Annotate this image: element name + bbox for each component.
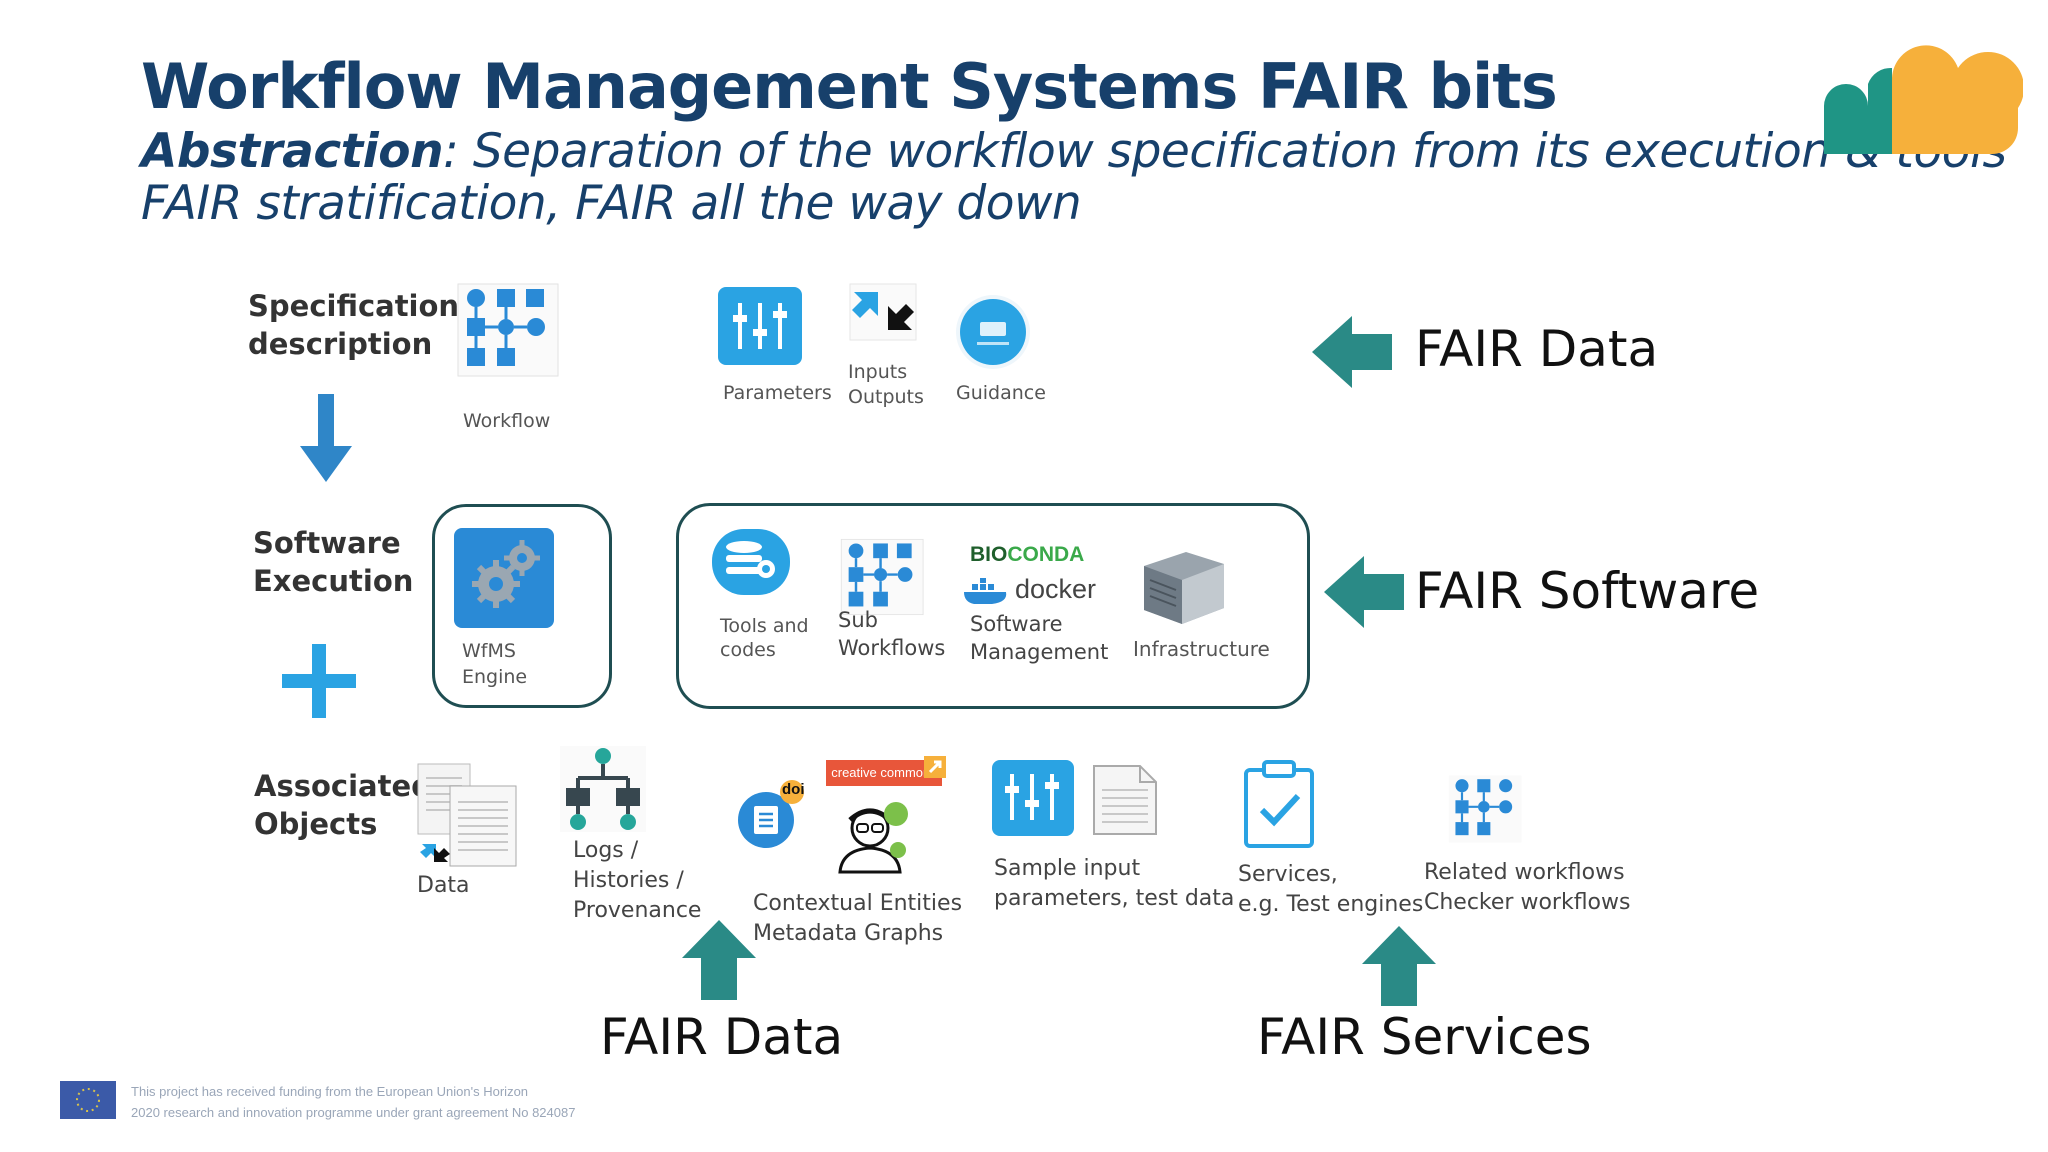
fair-services-label: FAIR Services bbox=[1257, 1008, 1592, 1066]
docker-whale-icon bbox=[964, 578, 1007, 604]
arrow-up-fair-services-icon bbox=[1362, 926, 1436, 1006]
arrow-down-icon bbox=[300, 394, 352, 482]
related-workflows-caption: Related workflows Checker workflows bbox=[1424, 860, 1631, 915]
inputs-outputs-caption: Inputs Outputs bbox=[848, 361, 924, 408]
clipboard-check-icon bbox=[1244, 760, 1314, 848]
data-caption: Data bbox=[417, 873, 470, 898]
metadata-document-icon bbox=[738, 780, 804, 848]
row-label-specification: Specification description bbox=[248, 289, 460, 361]
fair-data-label-right: FAIR Data bbox=[1415, 320, 1659, 378]
subtitle-rest: : Separation of the workflow specificati… bbox=[443, 124, 2007, 179]
subtitle-line-1: Abstraction: Separation of the workflow … bbox=[141, 124, 2007, 179]
server-icon bbox=[1144, 552, 1224, 624]
sub-workflows-caption: Sub Workflows bbox=[838, 608, 946, 660]
doi-label: doi bbox=[782, 781, 805, 798]
gears-icon bbox=[454, 528, 554, 628]
fair-software-label: FAIR Software bbox=[1415, 562, 1760, 620]
workflow-icon bbox=[457, 283, 559, 377]
software-management-caption: Software Management bbox=[970, 612, 1109, 664]
logs-caption: Logs / Histories / Provenance bbox=[573, 838, 702, 923]
subtitle-bold: Abstraction bbox=[141, 124, 444, 179]
sample-input-caption: Sample input parameters, test data bbox=[994, 856, 1235, 911]
sample-parameters-icon bbox=[992, 760, 1074, 836]
eu-flag-icon bbox=[60, 1081, 116, 1119]
row-label-software-execution: Software Execution bbox=[253, 526, 414, 598]
parameters-caption: Parameters bbox=[723, 382, 832, 404]
parameters-icon bbox=[718, 287, 802, 365]
row-label-associated-objects: Associated Objects bbox=[254, 769, 432, 841]
eosc-life-logo bbox=[1824, 45, 2023, 154]
arrow-up-fair-data-icon bbox=[682, 920, 756, 1000]
logs-provenance-icon bbox=[560, 746, 646, 832]
workflow-caption: Workflow bbox=[463, 410, 551, 432]
wfms-engine-box bbox=[432, 504, 612, 708]
inputs-outputs-icon bbox=[849, 283, 917, 341]
guidance-icon bbox=[956, 295, 1030, 369]
guidance-caption: Guidance bbox=[956, 382, 1046, 404]
funding-text: This project has received funding from t… bbox=[131, 1084, 576, 1120]
tools-codes-caption: Tools and codes bbox=[720, 615, 809, 661]
database-gear-icon bbox=[712, 529, 790, 595]
researcher-icon bbox=[838, 802, 908, 874]
software-tools-box bbox=[676, 503, 1310, 709]
link-icon bbox=[924, 756, 946, 778]
plus-icon bbox=[282, 644, 356, 718]
wfms-engine-caption: WfMS Engine bbox=[462, 640, 528, 688]
contextual-entities-caption: Contextual Entities Metadata Graphs bbox=[753, 891, 963, 946]
page-title: Workflow Management Systems FAIR bits bbox=[141, 50, 1558, 123]
bioconda-logo: BIOCONDA bbox=[970, 543, 1085, 566]
test-data-document-icon bbox=[1093, 765, 1157, 835]
fair-data-label-bottom: FAIR Data bbox=[600, 1008, 844, 1066]
docker-wordmark: docker bbox=[1015, 574, 1097, 604]
creative-commons-badge: creative commons bbox=[826, 760, 942, 786]
data-documents-icon bbox=[417, 763, 517, 867]
services-caption: Services, e.g. Test engines bbox=[1238, 862, 1424, 917]
infrastructure-caption: Infrastructure bbox=[1133, 637, 1270, 661]
related-workflows-icon bbox=[1448, 775, 1522, 843]
arrow-left-fair-data-icon bbox=[1312, 316, 1392, 388]
subtitle-line-2: FAIR stratification, FAIR all the way do… bbox=[141, 176, 1082, 231]
arrow-left-fair-software-icon bbox=[1324, 556, 1404, 628]
sub-workflows-icon bbox=[840, 538, 924, 616]
